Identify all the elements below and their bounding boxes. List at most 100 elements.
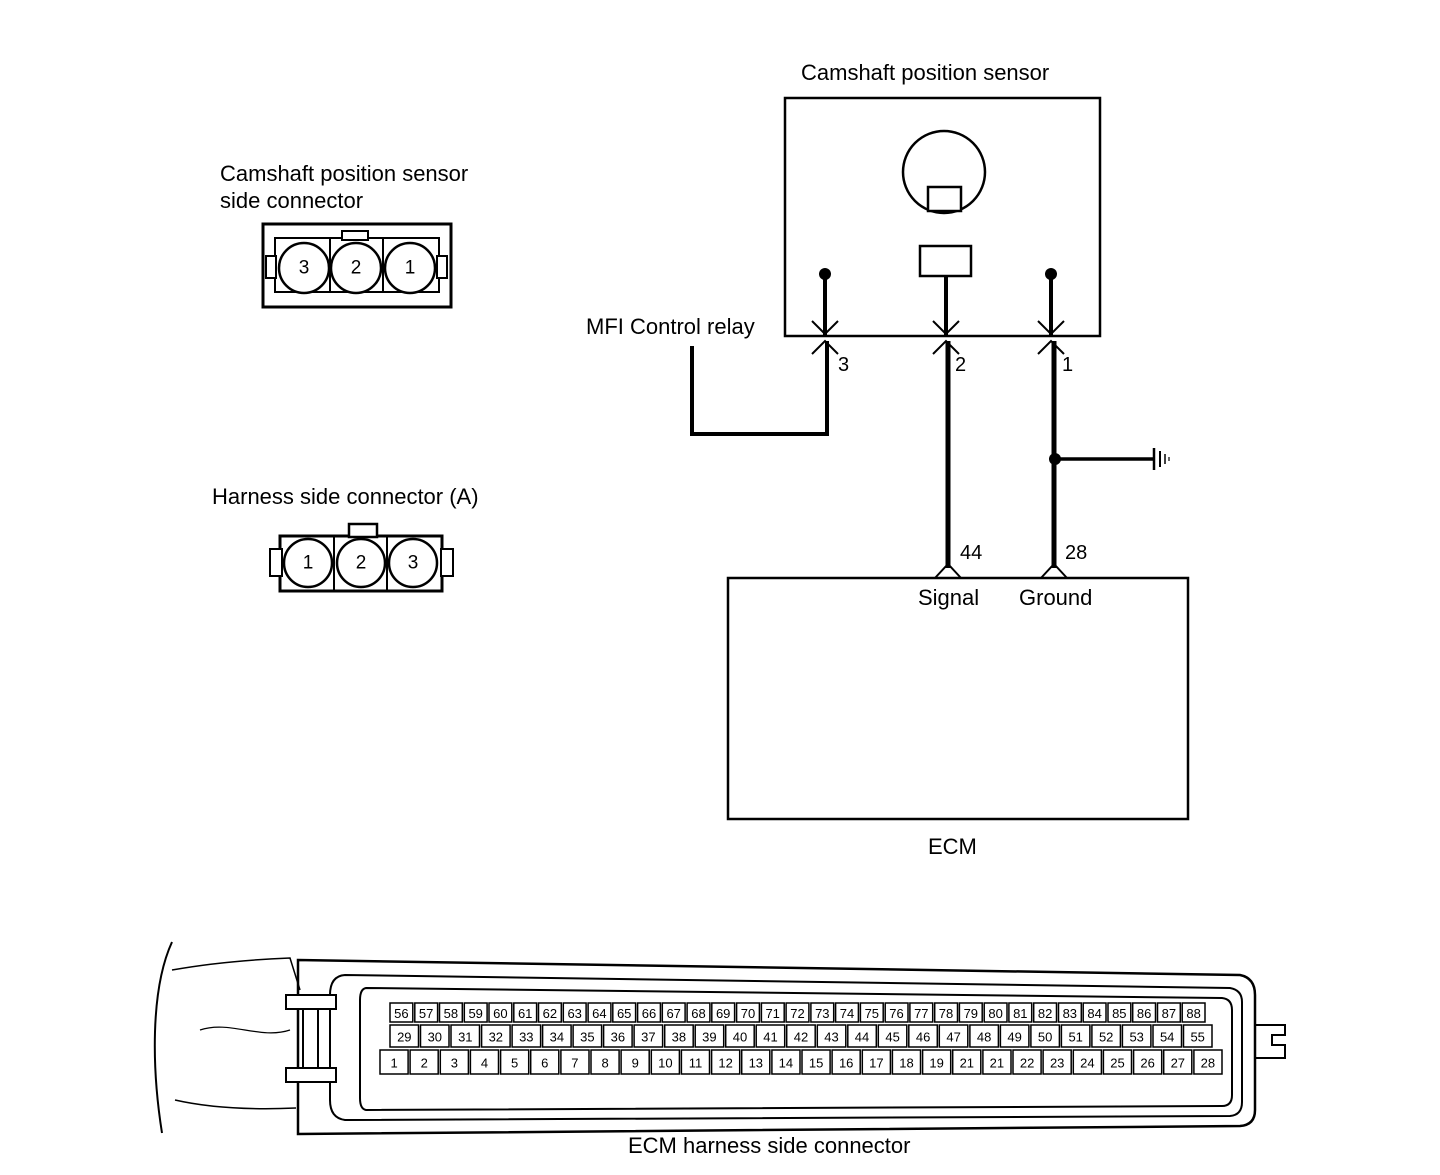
- ecm-pin-cell: [587, 1002, 612, 1023]
- ecm-pin-number: 18: [899, 1056, 913, 1071]
- ecm-pin-cell: [1060, 1024, 1091, 1048]
- ecm-pin-number: 17: [869, 1056, 883, 1071]
- ecm-signal-label: Signal: [918, 585, 979, 610]
- sensor-pin-label: 3: [838, 354, 849, 376]
- ecm-pin-cell: [488, 1002, 513, 1023]
- ecm-pin-number: 9: [632, 1056, 639, 1071]
- harness-connector-pin-label: 1: [303, 553, 314, 574]
- schematic: Camshaft position sensor 3 2 1 MFI Contr…: [586, 60, 1190, 859]
- ecm-pin-cell: [1121, 1024, 1152, 1048]
- ecm-pin-cell: [785, 1002, 810, 1023]
- ecm-pin-cell: [908, 1024, 939, 1048]
- ecm-pin-cell: [511, 1024, 542, 1048]
- ecm-pin-cell: [831, 1049, 861, 1075]
- ecm-pin-cell: [1107, 1002, 1132, 1023]
- ecm-pin-number: 23: [1050, 1056, 1064, 1071]
- ecm-pin-cell: [710, 1049, 741, 1075]
- sensor-connector-pin-label: 3: [299, 258, 310, 279]
- ecm-pin-cell: [810, 1002, 835, 1023]
- ecm-pin-number: 65: [617, 1006, 631, 1021]
- sensor-connector-right-tab: [436, 255, 448, 279]
- ecm-pin-number: 64: [592, 1006, 606, 1021]
- ecm-pin-number: 52: [1099, 1030, 1113, 1045]
- ecm-pin-cell: [541, 1024, 572, 1048]
- sensor-connector-latch: [341, 230, 369, 241]
- connector-chevron-icon: [1040, 562, 1068, 579]
- ecm-pin-cell: [859, 1002, 884, 1023]
- ecm-pin-number: 51: [1068, 1030, 1082, 1045]
- ecm-ground-label: Ground: [1019, 585, 1092, 610]
- ecm-pin-cell: [735, 1002, 761, 1023]
- ecm-pin-cell: [602, 1024, 633, 1048]
- harness-connector-right-tab: [440, 548, 454, 577]
- ecm-pin-cell: [847, 1024, 878, 1048]
- ecm-pin-number: 67: [666, 1006, 680, 1021]
- ecm-pin-cell: [1008, 1002, 1033, 1023]
- ecm-pin-number: 63: [567, 1006, 581, 1021]
- ecm-pin-cell: [686, 1002, 711, 1023]
- ecm-pin-cell: [1091, 1024, 1122, 1048]
- ecm-pin-number: 44: [855, 1030, 869, 1045]
- ecm-pin-number: 72: [790, 1006, 804, 1021]
- ecm-pin-number: 36: [611, 1030, 625, 1045]
- sensor-connector-body: [261, 222, 453, 309]
- ecm-pin-cell: [1156, 1002, 1182, 1023]
- connector-chevron-icon: [932, 320, 960, 336]
- ecm-pin-cell: [1057, 1002, 1083, 1023]
- ecm-pin-cell: [951, 1049, 982, 1075]
- ecm-pin-number: 73: [815, 1006, 829, 1021]
- ecm-pin-number: 68: [691, 1006, 705, 1021]
- ecm-pin-number: 27: [1171, 1056, 1185, 1071]
- ecm-connector-cavity: [359, 986, 1233, 1112]
- sensor-magnet-icon: [901, 129, 987, 215]
- ecm-pin-number: 56: [394, 1006, 408, 1021]
- ecm-pin-cell: [1102, 1049, 1133, 1075]
- ecm-pin-cell: [612, 1002, 637, 1023]
- ecm-pin-number: 38: [672, 1030, 686, 1045]
- ecm-pin-number: 54: [1160, 1030, 1174, 1045]
- ecm-pin-number: 41: [763, 1030, 777, 1045]
- ecm-pin-number: 3: [451, 1056, 458, 1071]
- harness-connector-pin-label: 3: [408, 553, 419, 574]
- ecm-pin-cell: [740, 1049, 771, 1075]
- harness-connector-title: Harness side connector (A): [212, 484, 479, 509]
- ecm-pin-cell: [389, 1024, 420, 1048]
- ecm-pin-cell: [450, 1024, 481, 1048]
- ecm-pin-cell: [755, 1024, 786, 1048]
- ecm-pin-cell: [537, 1002, 563, 1023]
- ecm-pin-number: 21: [990, 1056, 1004, 1071]
- ecm-pin-number: 46: [916, 1030, 930, 1045]
- ecm-pin-cell: [958, 1002, 983, 1023]
- ecm-connector-lock-tab: [1255, 1024, 1286, 1059]
- ecm-connector-housing: [296, 958, 1257, 1136]
- sensor-pin-label: 1: [1062, 354, 1073, 376]
- ecm-pin-number: 5: [511, 1056, 518, 1071]
- ecm-pin-number: 6: [541, 1056, 548, 1071]
- ecm-pin-cell: [921, 1049, 952, 1075]
- ecm-pin-number: 30: [428, 1030, 442, 1045]
- ecm-pin-cell: [663, 1024, 694, 1048]
- ecm-pin-cell: [1030, 1024, 1061, 1048]
- ecm-pin-cell: [409, 1049, 439, 1075]
- ecm-pin-number: 12: [718, 1056, 732, 1071]
- ecm-pin-number: 74: [840, 1006, 854, 1021]
- ecm-pin-cell: [785, 1024, 816, 1048]
- ecm-pin-cell: [469, 1049, 500, 1075]
- ecm-pin-number: 66: [642, 1006, 656, 1021]
- ecm-pin-cell: [1042, 1049, 1072, 1075]
- ecm-pin-cell: [590, 1049, 620, 1075]
- ecm-pin-number: 33: [519, 1030, 533, 1045]
- ecm-pin-number: 19: [929, 1056, 943, 1071]
- ecm-pin-cell: [620, 1049, 650, 1075]
- harness-connector-pin: [335, 537, 387, 589]
- ecm-pin-number: 42: [794, 1030, 808, 1045]
- ecm-pin-cell: [562, 1002, 587, 1023]
- ecm-pin-cell: [1152, 1024, 1183, 1048]
- ecm-pin-label: 44: [960, 542, 982, 564]
- ecm-pin-cell: [694, 1024, 725, 1048]
- ecm-pin-label: 28: [1065, 542, 1087, 564]
- ecm-pin-cell: [419, 1024, 450, 1048]
- harness-connector-pin-label: 2: [356, 553, 367, 574]
- ecm-pin-number: 71: [765, 1006, 779, 1021]
